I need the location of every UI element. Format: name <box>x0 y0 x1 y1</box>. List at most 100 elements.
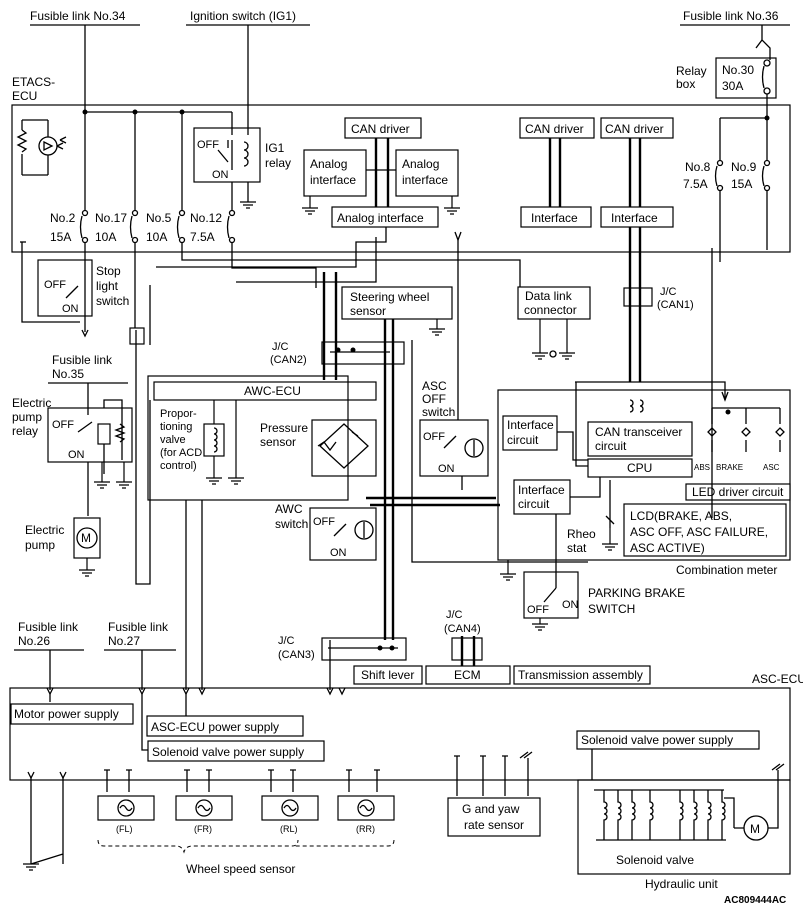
svg-text:switch: switch <box>422 405 455 419</box>
svg-text:tioning: tioning <box>160 421 192 433</box>
asc-ecu-power-supply <box>146 715 304 737</box>
svg-text:(for ACD: (for ACD <box>160 447 202 459</box>
svg-text:No.27: No.27 <box>108 634 140 648</box>
svg-text:box: box <box>676 77 695 91</box>
jc-can3-label: J/C <box>278 635 295 647</box>
interface-circuit-2 <box>513 479 571 515</box>
svg-text:ASC ACTIVE): ASC ACTIVE) <box>630 541 705 555</box>
svg-text:M: M <box>750 822 760 836</box>
svg-text:relay: relay <box>12 424 38 438</box>
wheel-speed-sensor-label: Wheel speed sensor <box>186 862 295 876</box>
asc-ecu-box <box>9 687 791 781</box>
hydraulic-unit-label: Hydraulic unit <box>645 877 718 891</box>
svg-text:interface: interface <box>310 173 356 187</box>
svg-text:LED driver circuit: LED driver circuit <box>692 485 784 499</box>
svg-text:circuit: circuit <box>507 433 539 447</box>
svg-text:pump: pump <box>12 410 42 424</box>
awc-switch-box <box>309 507 377 561</box>
svg-text:(CAN3): (CAN3) <box>278 649 315 661</box>
svg-text:valve: valve <box>160 434 186 446</box>
svg-text:No.26: No.26 <box>18 634 50 648</box>
ecm <box>425 665 511 685</box>
svg-text:Solenoid valve power supply: Solenoid valve power supply <box>581 733 733 747</box>
fuse-no2: No.2 <box>50 211 76 225</box>
proportioning-valve-label: Propor- <box>160 408 197 420</box>
svg-text:30A: 30A <box>722 79 743 93</box>
svg-text:M: M <box>81 531 91 545</box>
svg-text:ON: ON <box>562 599 579 611</box>
parking-brake-switch-label: PARKING BRAKE <box>588 586 685 600</box>
svg-text:ON: ON <box>68 449 85 461</box>
svg-text:ON: ON <box>212 169 229 181</box>
svg-text:Analog: Analog <box>402 157 439 171</box>
drawing-code: AC809444AC <box>724 895 786 906</box>
svg-text:switch: switch <box>275 517 308 531</box>
svg-text:Motor power supply: Motor power supply <box>14 707 119 721</box>
can-driver-etacs-2 <box>519 117 595 139</box>
cpu <box>587 458 693 478</box>
svg-text:OFF: OFF <box>422 392 446 406</box>
svg-text:J/C: J/C <box>272 341 289 353</box>
combination-meter-label: Combination meter <box>676 563 777 577</box>
analog-interface-left <box>303 149 367 197</box>
wheel-sensor-fr <box>175 795 233 821</box>
solenoid-power-supply-right <box>576 730 760 750</box>
svg-text:ASC-ECU power supply: ASC-ECU power supply <box>151 720 279 734</box>
combination-meter-box <box>497 389 791 561</box>
g-and-yaw-rate-sensor <box>447 797 541 837</box>
wheel-sensor-fl <box>97 795 155 821</box>
svg-text:J/C: J/C <box>660 286 677 298</box>
rheostat-label: Rheo <box>567 527 596 541</box>
svg-text:Interface: Interface <box>507 418 554 432</box>
svg-text:ON: ON <box>330 547 347 559</box>
motor-power-supply <box>10 703 134 725</box>
wheel-sensor-rl <box>261 795 319 821</box>
asc-off-switch-label: ASC <box>422 379 447 393</box>
stop-light-switch-label: Stop <box>96 264 121 278</box>
relay-box <box>715 57 777 99</box>
etacs-ecu-box <box>11 104 791 253</box>
svg-text:Analog: Analog <box>310 157 347 171</box>
fusible-link-35-label: Fusible link <box>52 353 113 367</box>
jc-can4 <box>451 637 483 661</box>
svg-text:CPU: CPU <box>627 461 652 475</box>
svg-text:CAN driver: CAN driver <box>351 122 410 136</box>
svg-text:(RR): (RR) <box>356 824 375 834</box>
etacs-ecu-label: ETACS- <box>12 75 55 89</box>
led-asc: ASC <box>763 463 780 472</box>
awc-switch-label: AWC <box>275 502 303 516</box>
svg-text:(FR): (FR) <box>194 824 212 834</box>
ig1-relay-label: IG1 <box>265 141 285 155</box>
stop-light-switch-box <box>37 259 93 317</box>
can-driver-etacs-3 <box>600 117 674 139</box>
jc-can2 <box>321 341 405 365</box>
svg-text:ECU: ECU <box>12 89 37 103</box>
svg-text:sensor: sensor <box>260 435 296 449</box>
fuse-no8: No.8 <box>685 160 711 174</box>
svg-text:ON: ON <box>62 303 79 315</box>
svg-text:7.5A: 7.5A <box>683 177 708 191</box>
relay-box-label: Relay <box>676 64 707 78</box>
interface-1 <box>520 206 592 228</box>
svg-text:circuit: circuit <box>595 439 627 453</box>
can-transceiver <box>587 421 693 457</box>
svg-text:Solenoid valve power supply: Solenoid valve power supply <box>152 745 304 759</box>
svg-text:Data link: Data link <box>525 289 573 303</box>
ig1-relay-box <box>193 127 261 183</box>
svg-text:(FL): (FL) <box>116 824 133 834</box>
svg-text:CAN transceiver: CAN transceiver <box>595 425 682 439</box>
svg-text:switch: switch <box>96 294 129 308</box>
asc-off-switch-box <box>419 419 489 477</box>
ignition-switch-label: Ignition switch (IG1) <box>190 9 296 23</box>
svg-text:OFF: OFF <box>44 279 66 291</box>
svg-text:OFF: OFF <box>52 419 74 431</box>
svg-text:(CAN1): (CAN1) <box>657 299 694 311</box>
svg-text:Interface: Interface <box>531 211 578 225</box>
fuse-no5: No.5 <box>146 211 172 225</box>
svg-text:circuit: circuit <box>518 497 550 511</box>
svg-text:ON: ON <box>438 463 455 475</box>
svg-text:OFF: OFF <box>423 431 445 443</box>
fuse-no9: No.9 <box>731 160 757 174</box>
analog-interface-right <box>395 149 459 197</box>
svg-text:15A: 15A <box>50 230 71 244</box>
